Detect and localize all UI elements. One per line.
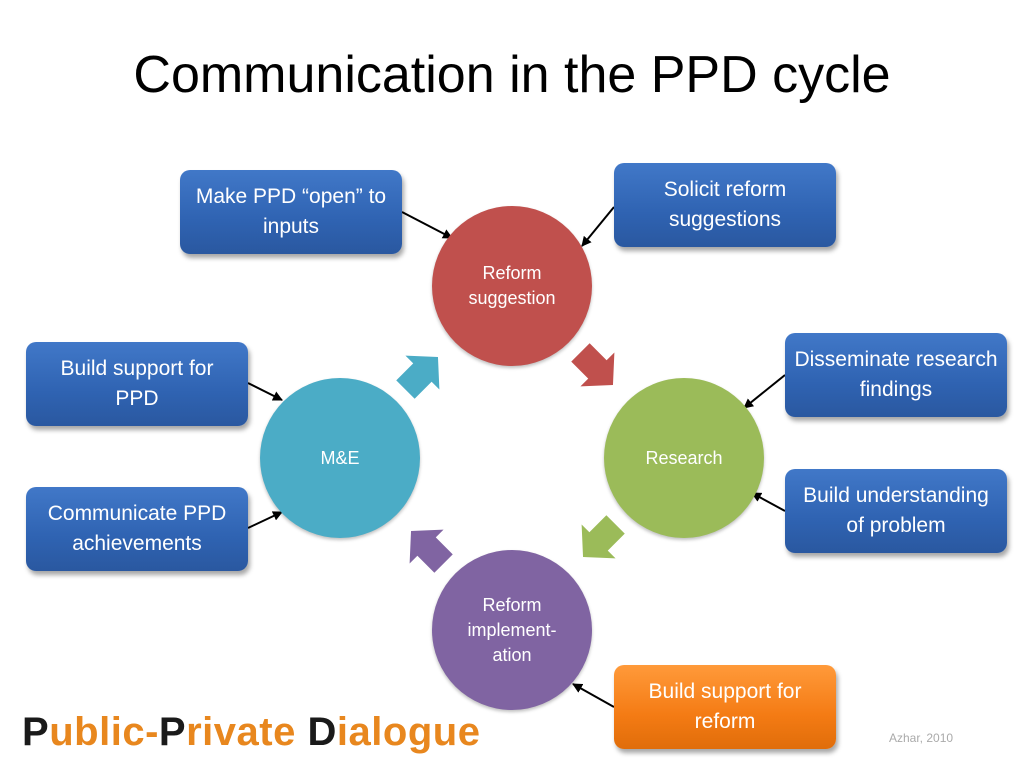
box-build-support-ppd: Build support for PPD — [26, 342, 248, 426]
stage-reform-suggestion: Reform suggestion — [432, 206, 592, 366]
stage-research: Research — [604, 378, 764, 538]
connector-solicit-arrow-icon — [581, 206, 615, 247]
connector-build-understanding-arrow-icon — [751, 492, 786, 512]
cycle-arrow-to-implementation-icon — [566, 507, 633, 574]
cycle-arrow-to-research-icon — [563, 335, 630, 402]
box-build-support-reform: Build support for reform — [614, 665, 836, 749]
connector-communicate-arrow-icon — [247, 511, 283, 529]
connector-build-support-reform-arrow-icon — [572, 683, 615, 708]
box-communicate-achievements: Communicate PPD achievements — [26, 487, 248, 571]
box-solicit-reform-suggestions: Solicit reform suggestions — [614, 163, 836, 247]
box-disseminate-research: Disseminate research findings — [785, 333, 1007, 417]
box-build-understanding: Build understanding of problem — [785, 469, 1007, 553]
ppd-logo: Public-Private Dialogue — [22, 710, 481, 754]
cycle-arrow-to-me-icon — [394, 514, 461, 581]
connector-make-open-arrow-icon — [401, 211, 453, 239]
connector-build-support-ppd-arrow-icon — [247, 382, 283, 401]
stage-reform-implementation: Reform implement-ation — [432, 550, 592, 710]
footer-credit: Azhar, 2010 — [889, 731, 954, 745]
connector-disseminate-arrow-icon — [743, 374, 786, 409]
stage-me: M&E — [260, 378, 420, 538]
box-make-ppd-open: Make PPD “open” to inputs — [180, 170, 402, 254]
slide-title: Communication in the PPD cycle — [133, 46, 891, 104]
cycle-arrow-to-suggestion-icon — [388, 340, 455, 407]
